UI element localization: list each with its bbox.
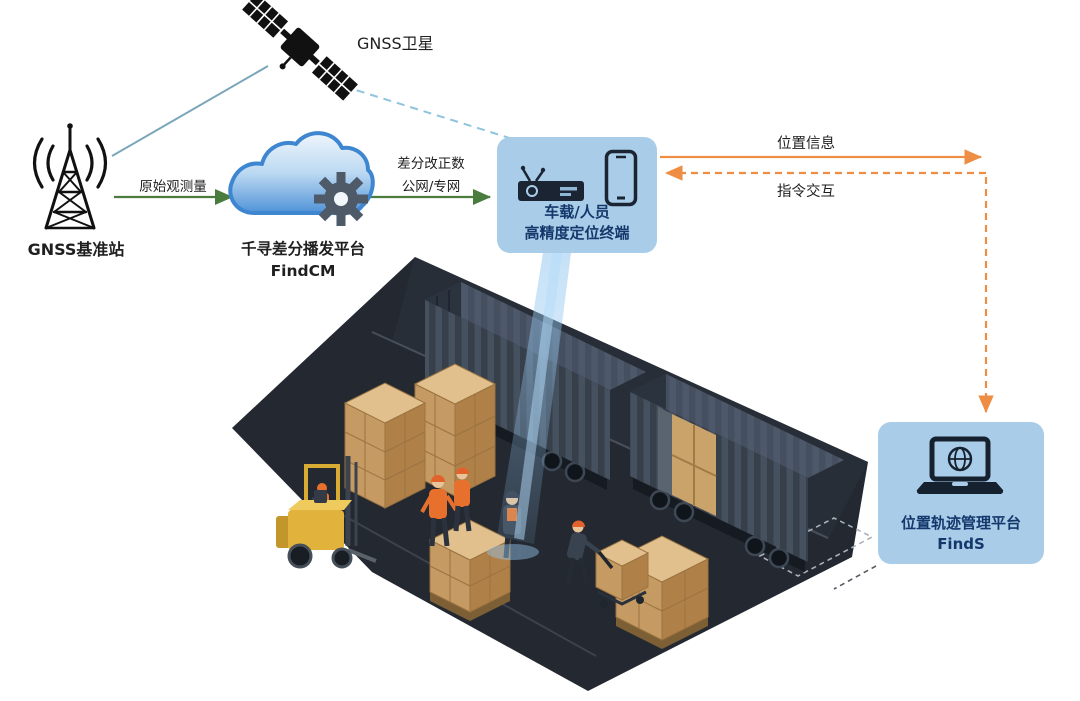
command-exchange-label: 指令交互 — [777, 184, 835, 200]
gear-icon — [314, 172, 368, 226]
cloud-label: 千寻差分播发平台 FindCM — [241, 239, 365, 282]
terminal-label-line1: 车载/人员 — [544, 202, 610, 221]
finds-scene-connector — [833, 565, 877, 590]
worker-orange-1 — [420, 475, 458, 547]
globe-icon — [947, 446, 973, 472]
pallet-stack-rear — [413, 363, 497, 497]
warehouse-scene — [232, 253, 874, 691]
finds-label-line2: FindS — [937, 535, 985, 554]
ground-marking-zone — [758, 517, 874, 577]
terminal-label: 车载/人员 高精度定位终端 — [497, 202, 657, 246]
forklift-icon — [276, 456, 377, 569]
diff-correction-label: 差分改正数 公网/专网 — [397, 153, 465, 199]
finds-label-line1: 位置轨迹管理平台 — [900, 513, 1021, 532]
terminal-icons — [497, 149, 657, 207]
terminal-label-line2: 高精度定位终端 — [524, 224, 630, 243]
cloud-icon — [228, 131, 375, 226]
platform-ground — [232, 257, 868, 691]
gnss-satellite-label: GNSS卫星 — [357, 34, 434, 53]
cloud-label-line1: 千寻差分播发平台 — [240, 240, 366, 258]
satellite-to-base-link — [111, 65, 269, 157]
position-info-label: 位置信息 — [777, 136, 835, 152]
finds-label: 位置轨迹管理平台 FindS — [878, 513, 1044, 557]
base-station-label: GNSS基准站 — [27, 240, 125, 259]
base-station-icon — [32, 123, 108, 230]
pallet-stack-front — [343, 382, 427, 509]
pallet-middle — [428, 519, 512, 621]
diff-label-line1: 差分改正数 — [397, 156, 465, 172]
positioning-beam-core — [514, 253, 562, 540]
satellite-to-terminal-link — [329, 81, 517, 141]
pallet-jack — [594, 539, 650, 608]
container-b — [630, 374, 844, 572]
worker-orange-2 — [453, 467, 472, 532]
receiver-icon — [518, 165, 584, 201]
beam-ground-glow — [487, 544, 539, 560]
terminal-panel: 车载/人员 高精度定位终端 — [497, 137, 657, 253]
phone-icon — [604, 149, 638, 207]
diff-label-line2: 公网/专网 — [401, 178, 461, 195]
laptop-icon — [916, 436, 1004, 495]
finds-panel: 位置轨迹管理平台 FindS — [878, 422, 1044, 564]
cloud-label-line2: FindCM — [270, 261, 336, 280]
satellite-icon — [242, 0, 358, 101]
worker-with-jack — [565, 520, 614, 586]
finds-icons — [878, 436, 1044, 498]
raw-observation-label: 原始观测量 — [139, 179, 207, 195]
